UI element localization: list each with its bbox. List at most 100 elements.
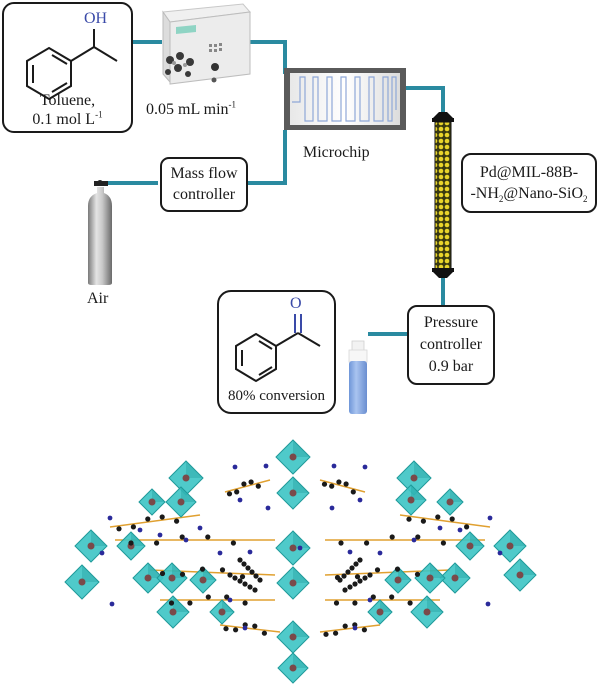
- carbon-atom: [343, 481, 349, 487]
- carbon-atom: [349, 565, 355, 571]
- carbon-atom: [241, 561, 247, 567]
- carbon-atom: [252, 623, 258, 629]
- octahedron-face: [411, 485, 426, 500]
- carbon-atom: [241, 481, 247, 487]
- carbon-atom: [242, 600, 248, 606]
- carbon-atom: [370, 594, 376, 600]
- catalyst-line2-sub1: 2: [498, 194, 504, 205]
- metal-atom: [289, 544, 297, 552]
- carbon-atom: [420, 518, 426, 524]
- tube-microchip-to-column: [405, 86, 445, 112]
- carbon-atom: [237, 578, 243, 584]
- carbon-atom: [159, 570, 166, 577]
- microchip-plate: [290, 73, 400, 125]
- carbon-atom: [255, 483, 261, 489]
- octahedron-face: [520, 559, 536, 575]
- nitrogen-atom: [109, 601, 115, 607]
- metal-atom: [177, 498, 185, 506]
- carbon-atom: [224, 594, 230, 600]
- octahedron-face: [414, 461, 431, 478]
- octahedron-face: [470, 532, 484, 546]
- carbon-atom: [234, 489, 240, 495]
- nitrogen-atom: [237, 497, 243, 503]
- nitrogen-atom: [99, 550, 105, 556]
- carbon-atom: [237, 557, 243, 563]
- mfc-line2: controller: [172, 186, 236, 203]
- nitrogen-atom: [497, 550, 503, 556]
- bond: [109, 514, 201, 528]
- octahedron-face: [293, 653, 308, 668]
- carbon-atom: [247, 584, 253, 590]
- carbon-atom: [464, 524, 470, 530]
- metal-atom: [446, 498, 454, 506]
- octahedron-face: [293, 531, 310, 548]
- metal-atom: [410, 474, 418, 482]
- product-o-label: O: [290, 295, 302, 312]
- nitrogen-atom: [457, 527, 463, 533]
- reactant-structure: [26, 29, 118, 101]
- octahedron-face: [450, 489, 463, 502]
- carbon-atom: [329, 483, 335, 489]
- carbon-atom: [361, 627, 367, 633]
- flow-rate-value: 0.05 mL min: [146, 101, 229, 118]
- nitrogen-atom: [352, 625, 358, 631]
- octahedron-face: [427, 596, 443, 612]
- metal-atom: [289, 453, 297, 461]
- nitrogen-atom: [247, 549, 253, 555]
- octahedron-face: [186, 461, 203, 478]
- carbon-atom: [414, 571, 421, 577]
- carbon-atom: [179, 534, 185, 540]
- nitrogen-atom: [377, 550, 383, 556]
- nitrogen-atom: [217, 550, 223, 556]
- carbon-atom: [257, 577, 263, 583]
- octahedron-face: [510, 530, 526, 546]
- carbon-atom: [232, 575, 238, 581]
- metal-atom: [148, 498, 156, 506]
- carbon-atom: [362, 575, 368, 581]
- catalyst-line1: Pd@MIL-88B-: [479, 164, 579, 181]
- flow-rate-exponent: -1: [228, 99, 237, 110]
- octahedron-face: [430, 563, 445, 578]
- carbon-atom: [321, 481, 328, 487]
- reactant-box: OH Toluene, 0.1 mol L-1: [2, 2, 133, 133]
- tube-mfc-to-microchip: [248, 130, 287, 185]
- pressure-line3: 0.9 bar: [428, 358, 474, 375]
- nitrogen-atom: [362, 464, 368, 470]
- nitrogen-atom: [367, 597, 373, 603]
- carbon-atom: [227, 572, 233, 578]
- carbon-atom: [333, 630, 339, 636]
- octahedron-face: [173, 596, 189, 612]
- cylinder-body: [88, 187, 112, 285]
- octahedron-face: [203, 567, 216, 580]
- carbon-atom: [333, 600, 340, 606]
- metal-atom: [218, 608, 226, 616]
- carbon-atom: [249, 569, 255, 575]
- metal-atom: [451, 574, 459, 582]
- carbon-atom: [230, 540, 236, 546]
- carbon-atom: [130, 524, 136, 530]
- carbon-atom: [357, 578, 363, 584]
- carbon-atom: [354, 574, 361, 580]
- octahedron-face: [82, 565, 99, 582]
- carbon-atom: [242, 581, 248, 587]
- octahedron-face: [293, 440, 310, 457]
- carbon-atom: [352, 600, 358, 606]
- octahedron-face: [398, 567, 411, 580]
- nitrogen-atom: [411, 537, 417, 543]
- octahedron-face: [380, 600, 392, 612]
- bond: [219, 624, 281, 633]
- air-label: Air: [87, 290, 109, 307]
- nitrogen-atom: [357, 497, 363, 503]
- catalyst-line2-sub2: 2: [583, 194, 588, 205]
- octahedron-face: [152, 489, 165, 502]
- bond: [319, 624, 381, 633]
- carbon-atom: [357, 557, 363, 563]
- carbon-atom: [342, 623, 348, 629]
- carbon-atom: [350, 489, 356, 495]
- microchip-channel: [292, 76, 397, 122]
- metal-atom: [78, 578, 86, 586]
- carbon-atom: [389, 534, 395, 540]
- octahedron-face: [455, 563, 470, 578]
- carbon-atom: [199, 566, 206, 572]
